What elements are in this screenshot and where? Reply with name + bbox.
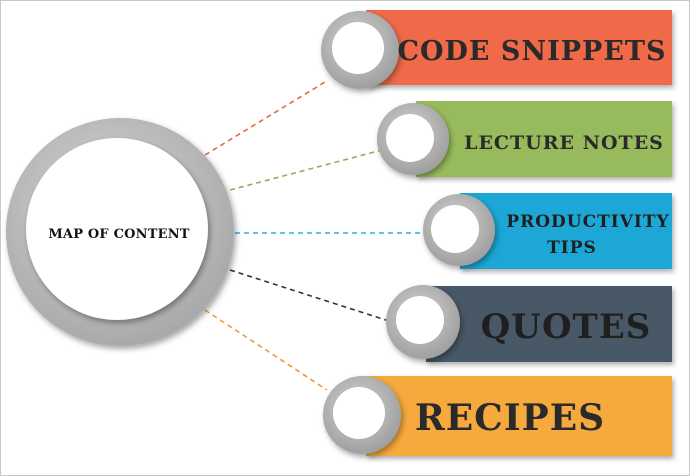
lecture-notes-label: LECTURE NOTES xyxy=(464,132,664,154)
code-snippets-bar xyxy=(366,10,672,85)
lecture-notes-disc xyxy=(386,114,434,162)
item-recipes: RECIPES xyxy=(323,376,672,456)
quotes-label: QUOTES xyxy=(481,307,652,347)
recipes-bar xyxy=(366,376,672,456)
productivity-tips-bar xyxy=(460,193,672,269)
code-snippets-label: CODE SNIPPETS xyxy=(398,36,667,67)
hub-disc xyxy=(26,138,208,320)
item-quotes: QUOTES xyxy=(386,285,672,362)
connector-code-snippets xyxy=(204,81,326,156)
quotes-disc xyxy=(396,296,444,344)
item-code-snippets: CODE SNIPPETS xyxy=(321,10,672,89)
connector-lecture-notes xyxy=(229,149,383,191)
productivity-tips-label-line2: TIPS xyxy=(547,238,597,258)
connector-recipes xyxy=(204,309,328,391)
productivity-tips-disc xyxy=(431,205,479,253)
recipes-label: RECIPES xyxy=(415,397,605,439)
recipes-disc xyxy=(333,387,385,439)
lecture-notes-bar xyxy=(416,101,672,177)
hub: MAP OF CONTENT xyxy=(6,118,234,346)
connector-quotes xyxy=(229,269,393,323)
hub-label: MAP OF CONTENT xyxy=(48,227,189,242)
productivity-tips-label-line1: PRODUCTIVITY xyxy=(506,212,669,232)
quotes-bar xyxy=(426,286,672,362)
item-lecture-notes: LECTURE NOTES xyxy=(377,101,672,177)
code-snippets-disc xyxy=(332,22,384,74)
item-productivity-tips: PRODUCTIVITY TIPS xyxy=(423,193,672,269)
